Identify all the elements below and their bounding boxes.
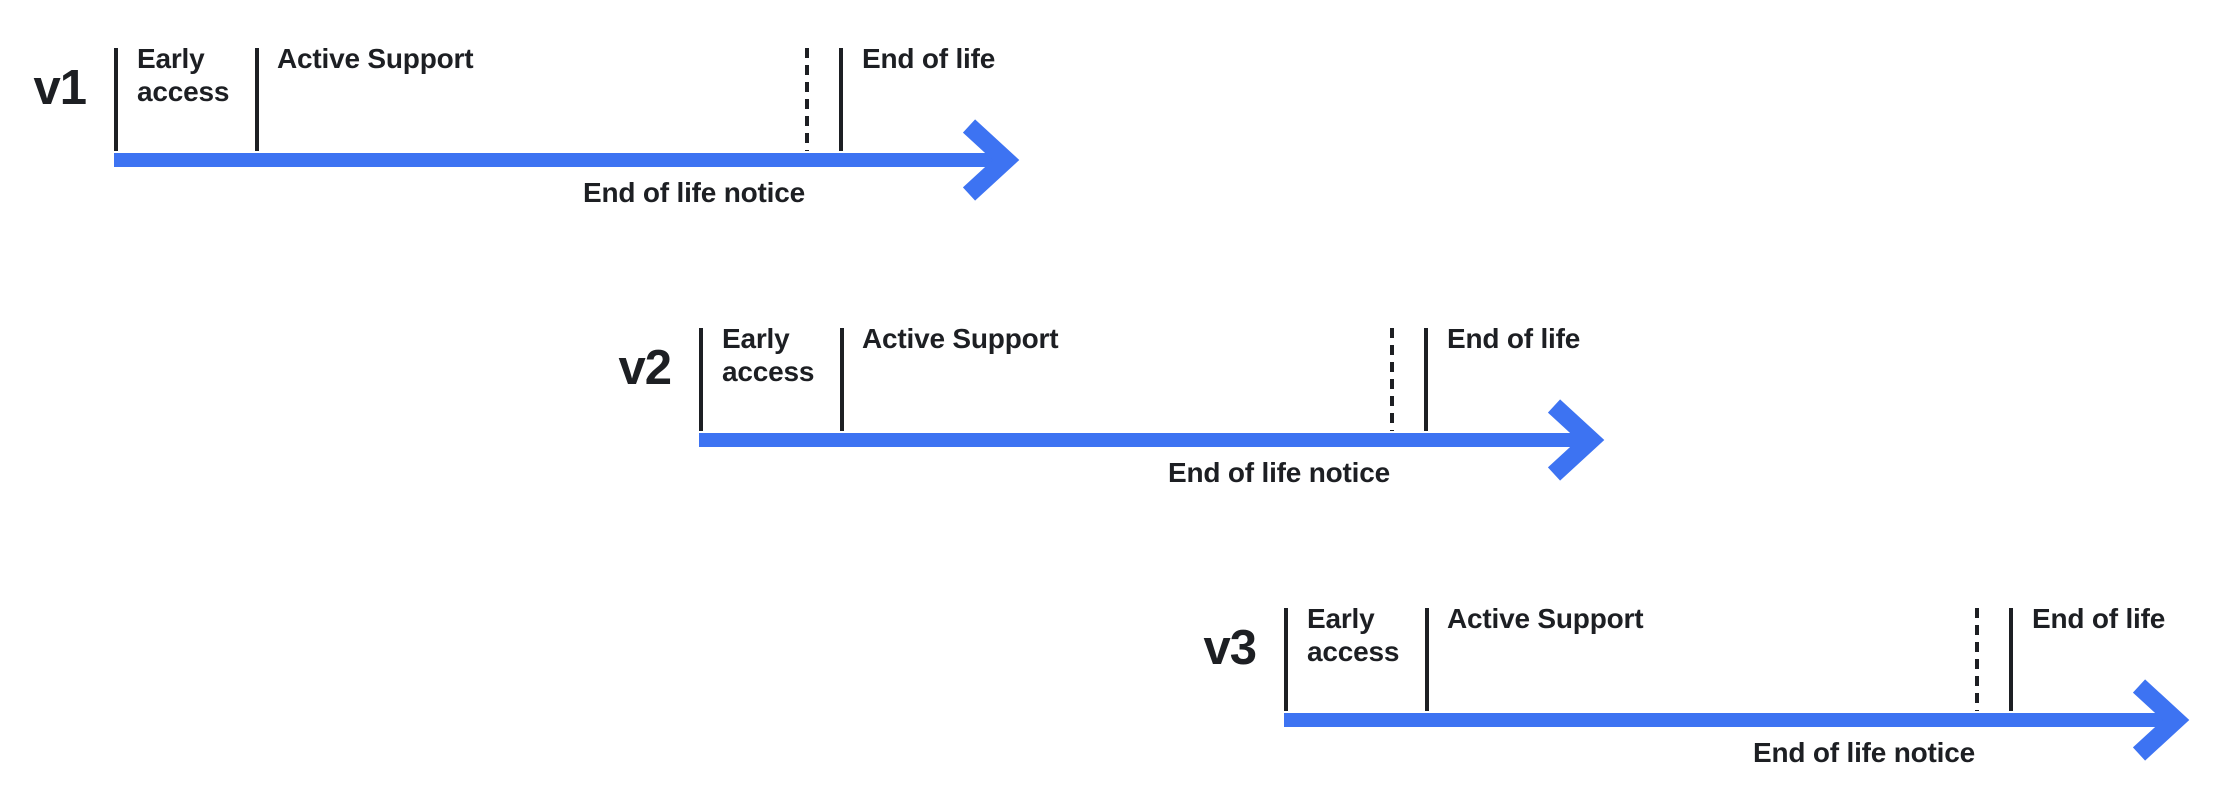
- end-of-life-tick: [1424, 328, 1428, 431]
- active-support-label: Active Support: [862, 323, 1059, 354]
- early-access-label: Early access: [1307, 603, 1400, 667]
- version-label: v1: [33, 61, 87, 115]
- end-of-life-label: End of life: [862, 43, 996, 74]
- end-of-life-label: End of life: [2032, 603, 2166, 634]
- eol-notice-dashed-tick: [1975, 608, 1979, 711]
- end-of-life-label: End of life: [1447, 323, 1581, 354]
- active-support-tick: [840, 328, 844, 431]
- version-label: v2: [618, 341, 672, 395]
- end-of-life-notice-label: End of life notice: [583, 177, 805, 208]
- active-support-tick: [1425, 608, 1429, 711]
- end-of-life-notice-label: End of life notice: [1168, 457, 1390, 488]
- timeline-arrow: [114, 119, 1020, 201]
- arrowhead-icon: [2132, 679, 2190, 761]
- eol-notice-dashed-tick: [805, 48, 809, 151]
- active-support-label: Active Support: [1447, 603, 1644, 634]
- active-support-label: Active Support: [277, 43, 474, 74]
- timeline-arrow: [1284, 679, 2190, 761]
- end-of-life-tick: [839, 48, 843, 151]
- early-access-tick: [114, 48, 118, 151]
- early-access-tick: [699, 328, 703, 431]
- version-label: v3: [1203, 621, 1257, 675]
- timeline-arrow: [699, 399, 1605, 481]
- early-access-label: Early access: [722, 323, 815, 387]
- arrowhead-icon: [962, 119, 1020, 201]
- arrowhead-icon: [1547, 399, 1605, 481]
- early-access-label: Early access: [137, 43, 230, 107]
- early-access-tick: [1284, 608, 1288, 711]
- end-of-life-tick: [2009, 608, 2013, 711]
- eol-notice-dashed-tick: [1390, 328, 1394, 431]
- active-support-tick: [255, 48, 259, 151]
- end-of-life-notice-label: End of life notice: [1753, 737, 1975, 768]
